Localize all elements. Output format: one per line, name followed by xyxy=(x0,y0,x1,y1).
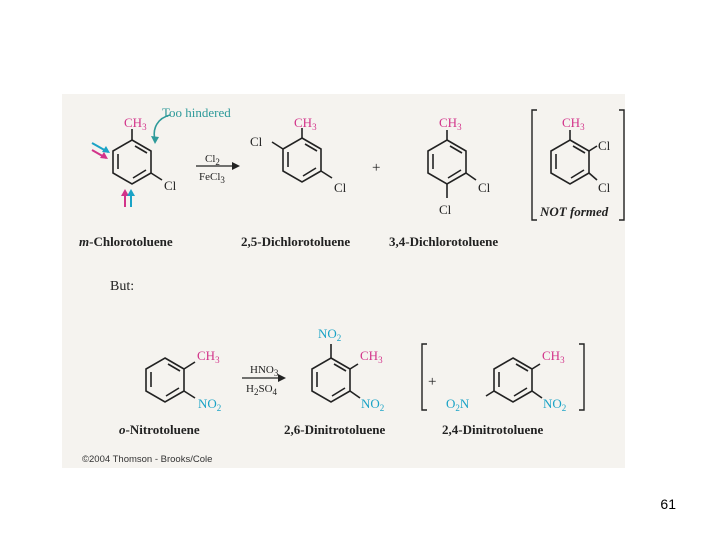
product4-methyl: CH3 xyxy=(542,348,565,365)
not-formed-brackets xyxy=(531,109,625,221)
dichlorotoluene-34-structure xyxy=(427,130,477,198)
product3-nitro-bottom: NO2 xyxy=(361,396,384,413)
product2-chloro-a: Cl xyxy=(478,180,491,195)
reagent1-top: Cl2 xyxy=(205,153,220,167)
hindered-arrowhead xyxy=(151,136,159,144)
reactant2-nitro: NO2 xyxy=(198,396,221,413)
reactant1-name: m-Chlorotoluene xyxy=(79,234,173,249)
product3-name: 2,6-Dinitrotoluene xyxy=(284,422,385,437)
attack-arrows xyxy=(91,142,135,207)
page-number: 61 xyxy=(660,496,676,512)
reaction-arrow-2-head xyxy=(278,374,286,382)
product2-name: 3,4-Dichlorotoluene xyxy=(389,234,498,249)
but-label: But: xyxy=(110,279,134,294)
reaction-arrow-1-head xyxy=(232,162,240,170)
product1-chloro-a: Cl xyxy=(250,134,263,149)
product4-nitro-a: NO2 xyxy=(543,396,566,413)
product4-name: 2,4-Dinitrotoluene xyxy=(442,422,543,437)
not-formed-label: NOT formed xyxy=(539,204,609,219)
product2-chloro-b: Cl xyxy=(439,202,452,217)
reactant1-chloro: Cl xyxy=(164,178,177,193)
not-formed-methyl: CH3 xyxy=(562,115,585,132)
m-chlorotoluene-structure xyxy=(112,129,163,185)
not-formed-chloro-a: Cl xyxy=(598,138,611,153)
plus-sign-2: + xyxy=(428,374,436,390)
too-hindered-label: Too hindered xyxy=(162,105,231,120)
dinitro-24-brackets xyxy=(421,343,585,411)
reactant2-methyl: CH3 xyxy=(197,348,220,365)
reagent2-bottom: H2SO4 xyxy=(246,383,278,397)
reactant1-methyl: CH3 xyxy=(124,115,147,132)
product3-methyl: CH3 xyxy=(360,348,383,365)
product4-nitro-b: O2N xyxy=(446,396,470,413)
plus-sign-1: + xyxy=(372,160,380,176)
reactant2-name: o-Nitrotoluene xyxy=(119,422,200,437)
product2-methyl: CH3 xyxy=(439,115,462,132)
dichlorotoluene-25-structure xyxy=(271,128,333,183)
product1-methyl: CH3 xyxy=(294,115,317,132)
reagent1-bottom: FeCl3 xyxy=(199,171,225,185)
figure-panel xyxy=(62,94,625,468)
product1-chloro-b: Cl xyxy=(334,180,347,195)
product1-name: 2,5-Dichlorotoluene xyxy=(241,234,350,249)
product3-nitro-top: NO2 xyxy=(318,326,341,343)
dinitrotoluene-26-structure xyxy=(311,344,361,403)
reagent2-top: HNO3 xyxy=(250,364,279,378)
not-formed-chloro-b: Cl xyxy=(598,180,611,195)
dinitrotoluene-24-structure xyxy=(485,357,543,403)
o-nitrotoluene-structure xyxy=(145,357,196,403)
not-formed-structure xyxy=(550,130,598,185)
copyright-credit: ©2004 Thomson - Brooks/Cole xyxy=(82,454,212,465)
